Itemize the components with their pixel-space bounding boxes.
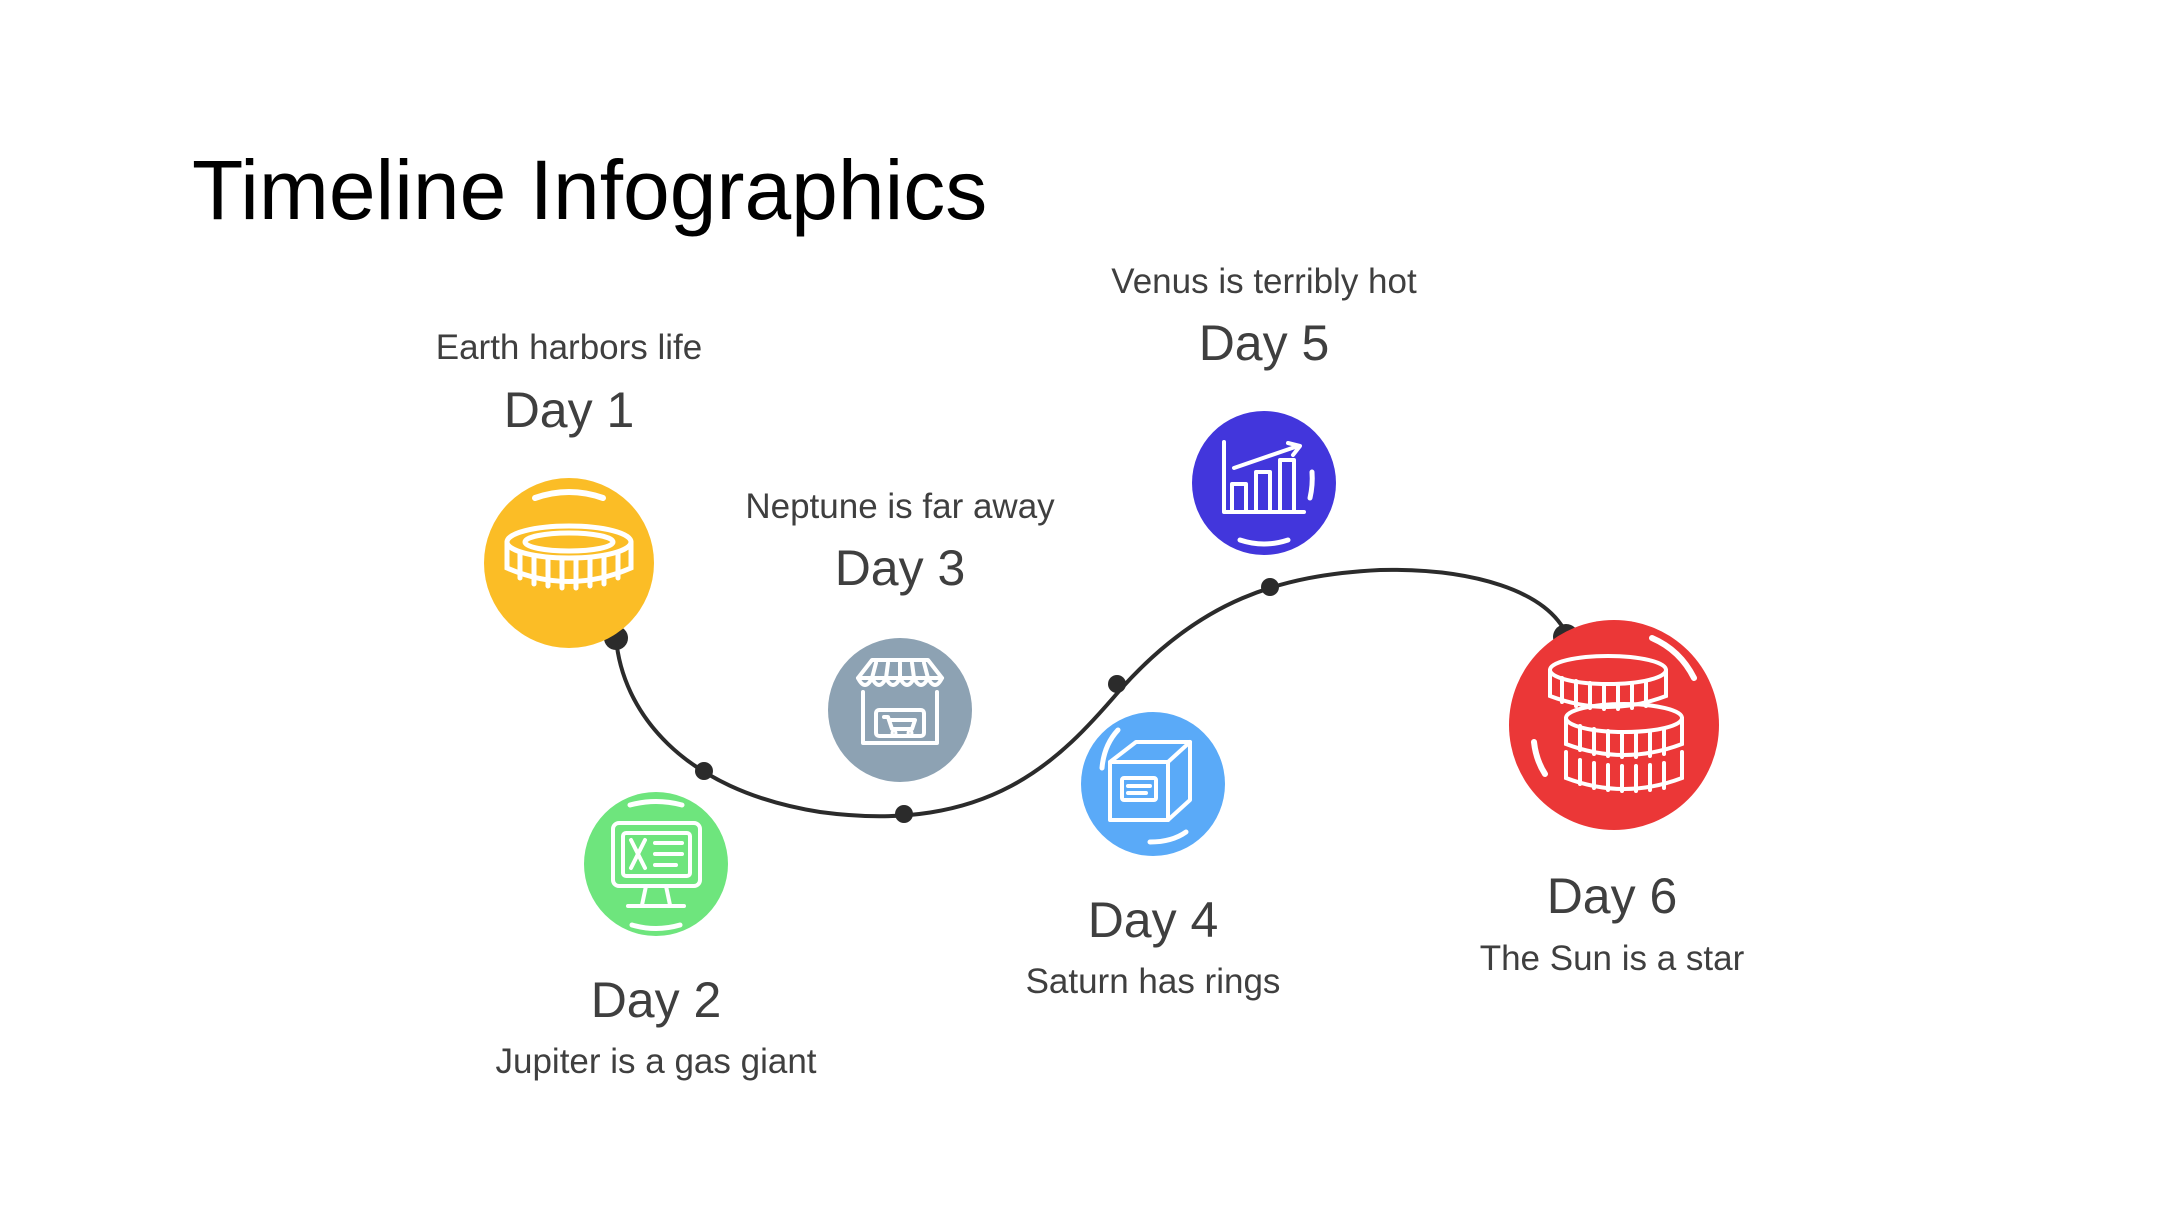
coin-icon (504, 523, 634, 591)
step-3-day: Day 3 (834, 540, 966, 596)
bar-chart-growth-icon (1222, 440, 1306, 514)
timeline-dot (695, 762, 713, 780)
step-3-description: Neptune is far away (745, 487, 1055, 526)
step-2-description: Jupiter is a gas giant (495, 1042, 817, 1081)
step-1-day: Day 1 (503, 382, 635, 438)
timeline-dot (1108, 675, 1126, 693)
timeline-dot (1261, 578, 1279, 596)
step-3-circle (828, 638, 972, 782)
computer-monitor-icon (611, 821, 702, 908)
step-4-day: Day 4 (1087, 892, 1219, 948)
step-6-description: The Sun is a star (1479, 939, 1745, 978)
step-5-description: Venus is terribly hot (1111, 262, 1417, 301)
step-5-day: Day 5 (1198, 315, 1330, 371)
step-2-day: Day 2 (590, 972, 722, 1028)
timeline-dot (895, 805, 913, 823)
storefront-icon (856, 658, 944, 745)
step-6-day: Day 6 (1546, 868, 1678, 924)
step-1-circle (484, 478, 654, 648)
step-1-description: Earth harbors life (435, 328, 703, 367)
step-5-circle (1192, 411, 1336, 555)
page-title: Timeline Infographics (192, 143, 988, 237)
step-6-circle (1509, 620, 1719, 830)
step-4-circle (1081, 712, 1225, 856)
coin-stack-icon (1548, 654, 1684, 793)
package-box-icon (1108, 740, 1192, 822)
step-4-description: Saturn has rings (1025, 962, 1281, 1001)
step-2-circle (584, 792, 728, 936)
